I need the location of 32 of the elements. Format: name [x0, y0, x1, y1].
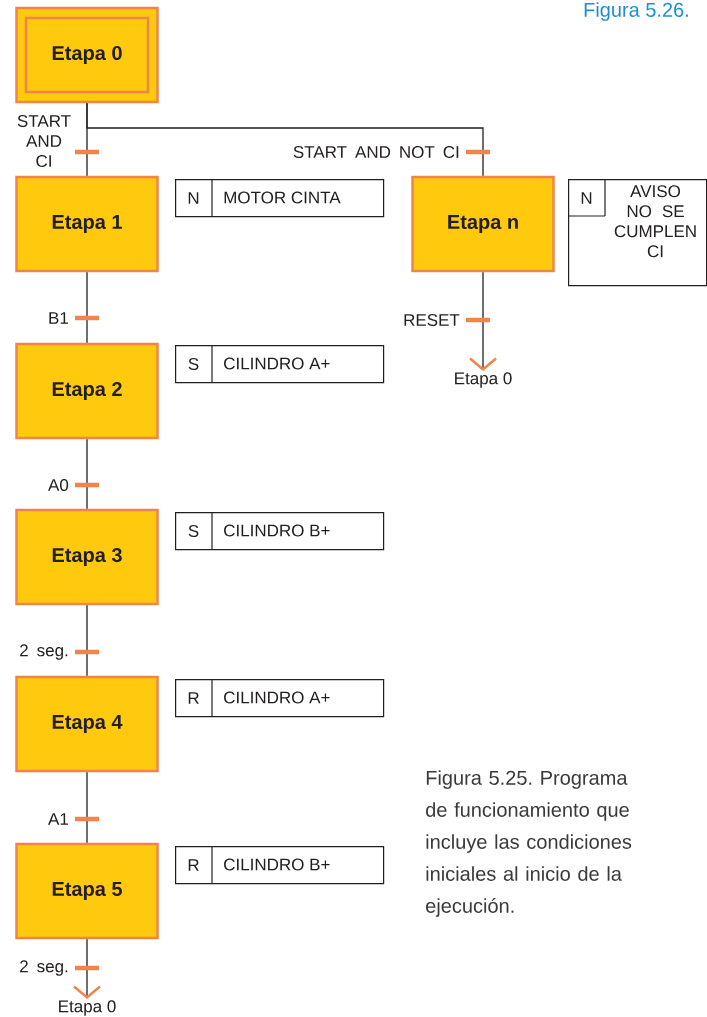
action-box: S CILINDRO A+: [175, 344, 385, 384]
action-box: N AVISO NO SE CUMPLEN CI: [567, 178, 707, 287]
edge-label: RESET: [402, 313, 461, 327]
connector: [469, 271, 497, 372]
step-reference: Etapa 0: [59, 1000, 116, 1016]
edge-label: START AND NOT CI: [291, 145, 461, 159]
action-box: N MOTOR CINTA: [175, 178, 385, 218]
connector: [86, 771, 88, 844]
connector: [86, 604, 88, 677]
step-box: Etapa n: [411, 175, 555, 273]
action-box: S CILINDRO B+: [175, 511, 385, 551]
step-box: Etapa 1: [15, 175, 159, 273]
connector: [86, 271, 88, 344]
connector: [86, 438, 88, 510]
figure-number: Figura 5.26.: [584, 2, 688, 21]
initial-step-box: Etapa 0: [15, 6, 159, 104]
edge-label: START AND CI: [14, 114, 74, 168]
action-box: R CILINDRO B+: [175, 845, 385, 885]
edge-label: B1: [47, 311, 70, 325]
step-reference: Etapa 0: [455, 372, 512, 388]
edge-label: A0: [47, 478, 70, 493]
step-box: Etapa 4: [15, 675, 159, 773]
connector: [73, 938, 101, 1000]
connector: [86, 102, 484, 177]
action-box: R CILINDRO A+: [175, 678, 385, 718]
step-box: Etapa 5: [15, 842, 159, 940]
edge-label: 2 seg.: [18, 959, 70, 977]
step-box: Etapa 3: [15, 508, 159, 606]
step-box: Etapa 2: [15, 342, 159, 440]
caption-text: Figura 5.25. Programa de funcionamiento que incluye las condiciones iniciales al inicio de la ejecución.: [426, 770, 632, 917]
edge-label: A1: [47, 812, 70, 826]
edge-label: 2 seg.: [18, 643, 70, 661]
